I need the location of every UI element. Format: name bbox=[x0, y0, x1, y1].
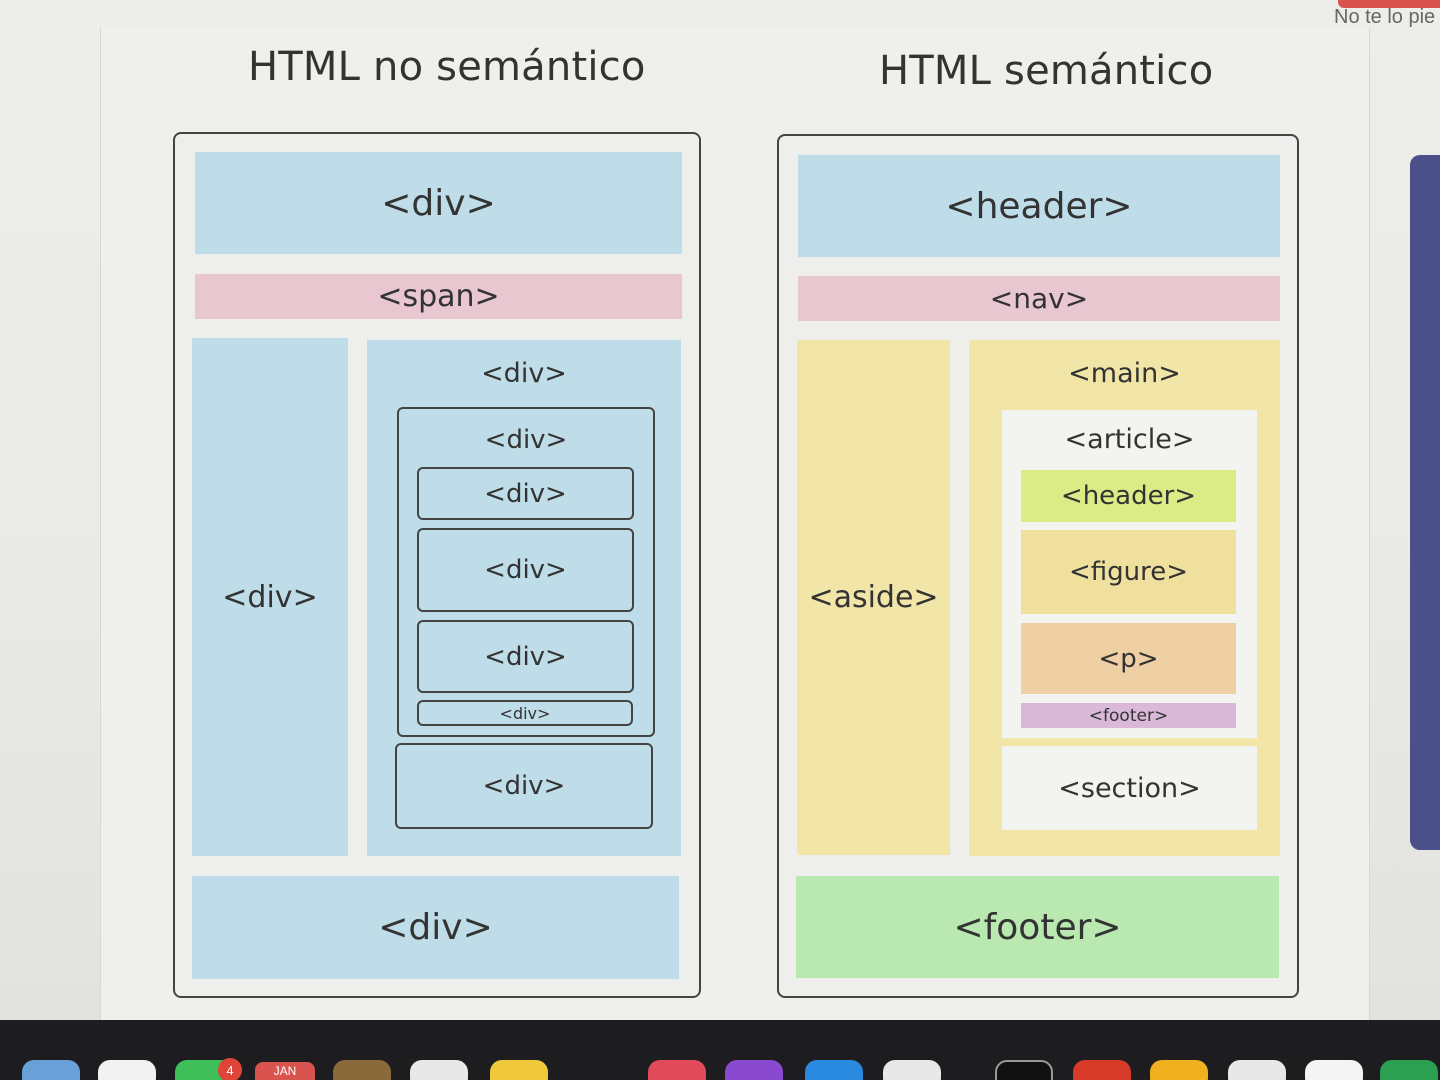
left-header-div: <div> bbox=[195, 152, 682, 254]
left-inner-label: <div> bbox=[484, 425, 568, 455]
left-footer-div: <div> bbox=[192, 876, 679, 979]
slack-icon[interactable] bbox=[1305, 1060, 1363, 1080]
right-figure: <figure> bbox=[1021, 530, 1236, 614]
drive-icon[interactable] bbox=[1150, 1060, 1208, 1080]
right-footer: <footer> bbox=[796, 876, 1279, 978]
left-section-div: <div> bbox=[395, 743, 653, 829]
right-article-header: <header> bbox=[1021, 470, 1236, 522]
editor-icon[interactable] bbox=[1228, 1060, 1286, 1080]
left-inner-div-b: <div> bbox=[417, 528, 634, 612]
photos-icon[interactable] bbox=[98, 1060, 156, 1080]
red-tab bbox=[1338, 0, 1440, 8]
right-aside: <aside> bbox=[797, 340, 950, 855]
right-p: <p> bbox=[1021, 623, 1236, 694]
right-header: <header> bbox=[798, 155, 1280, 257]
left-inner-div-c: <div> bbox=[417, 620, 634, 693]
music-icon[interactable] bbox=[648, 1060, 706, 1080]
terminal-icon[interactable] bbox=[995, 1060, 1053, 1080]
app-store-icon[interactable] bbox=[805, 1060, 863, 1080]
right-nav: <nav> bbox=[798, 276, 1280, 321]
left-sidebar-div: <div> bbox=[192, 338, 348, 856]
right-main-label: <main> bbox=[1068, 358, 1181, 389]
right-article-label: <article> bbox=[1064, 424, 1195, 455]
corner-text: No te lo pie bbox=[1334, 6, 1436, 28]
left-main-label: <div> bbox=[481, 358, 567, 389]
left-inner-div-a: <div> bbox=[417, 467, 634, 520]
left-title: HTML no semántico bbox=[248, 44, 646, 90]
left-inner-div-d: <div> bbox=[417, 700, 633, 726]
left-nav-span: <span> bbox=[195, 274, 682, 319]
maps-icon[interactable] bbox=[22, 1060, 80, 1080]
settings-icon[interactable] bbox=[883, 1060, 941, 1080]
notes-icon[interactable] bbox=[490, 1060, 548, 1080]
contacts-icon[interactable] bbox=[333, 1060, 391, 1080]
notification-badge: 4 bbox=[218, 1058, 242, 1080]
right-title: HTML semántico bbox=[879, 48, 1214, 94]
right-article-footer: <footer> bbox=[1021, 703, 1236, 728]
calendar-icon[interactable]: JAN bbox=[255, 1062, 315, 1080]
reminders-icon[interactable] bbox=[410, 1060, 468, 1080]
podcasts-icon[interactable] bbox=[725, 1060, 783, 1080]
left-inner-div: <div> bbox=[397, 407, 655, 737]
right-section: <section> bbox=[1002, 746, 1257, 830]
left-main-div: <div> bbox=[367, 340, 681, 856]
chat-icon[interactable] bbox=[1380, 1060, 1438, 1080]
side-panel bbox=[1410, 155, 1440, 850]
opera-icon[interactable] bbox=[1073, 1060, 1131, 1080]
